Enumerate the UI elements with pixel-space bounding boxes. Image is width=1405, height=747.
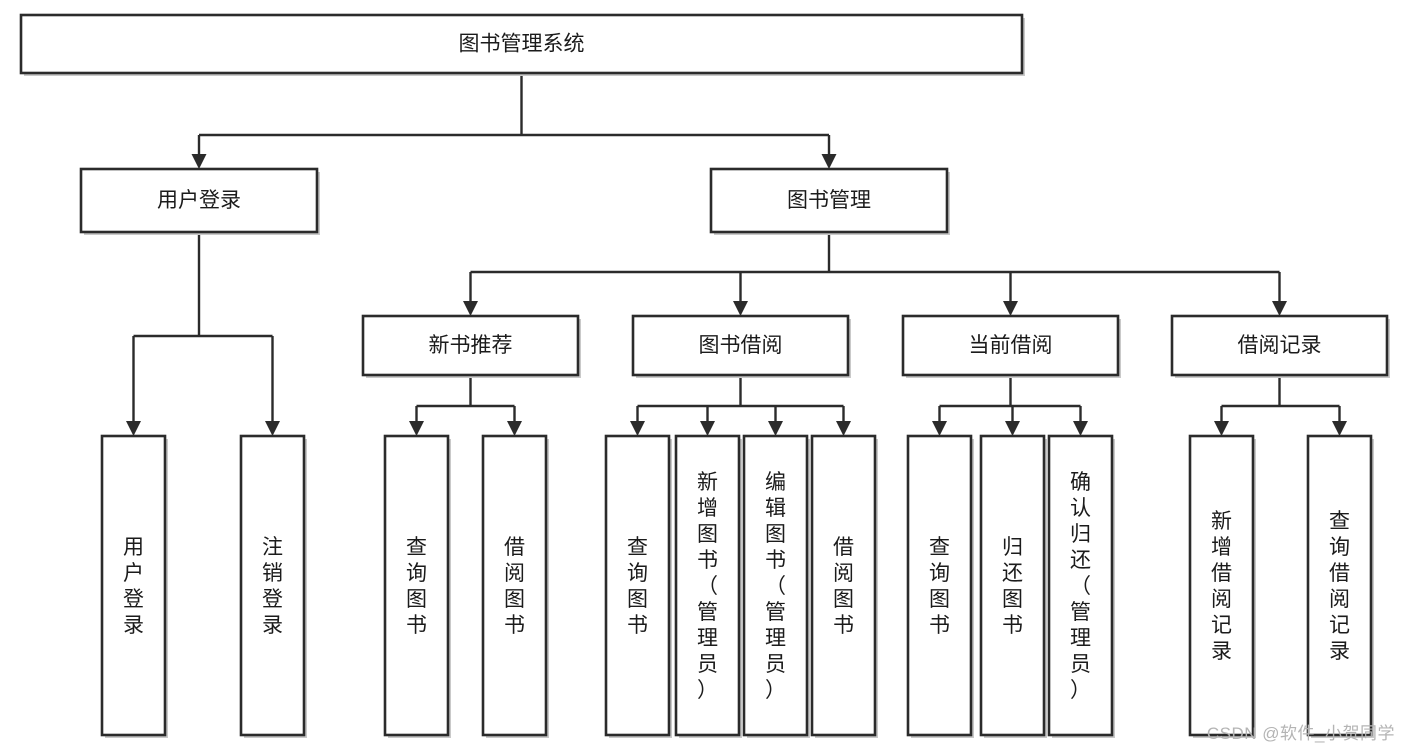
node-label: 用户登录 (157, 189, 241, 212)
node-leaf-query-book-1[interactable]: 查询图书 (383, 434, 451, 738)
arrow-head-icon (630, 421, 645, 436)
node-leaf-add-book[interactable]: 新增图书（管理员） (674, 434, 742, 738)
connector-group (630, 375, 851, 436)
node-label: 查询借阅记录 (1329, 510, 1350, 663)
arrow-head-icon (733, 301, 748, 316)
node-leaf-borrow-book-1[interactable]: 借阅图书 (481, 434, 549, 738)
arrow-head-icon (126, 421, 141, 436)
node-box[interactable] (709, 167, 949, 234)
arrow-head-icon (1005, 421, 1020, 436)
node-box[interactable] (361, 314, 580, 377)
node-leaf-query-book-2[interactable]: 查询图书 (604, 434, 672, 738)
connector-group (191, 73, 837, 169)
nodes-layer: 图书管理系统用户登录图书管理新书推荐图书借阅当前借阅借阅记录用户登录注销登录查询… (19, 13, 1390, 738)
connector-group (463, 232, 1287, 316)
connector-group (1214, 375, 1347, 436)
node-box[interactable] (631, 314, 850, 377)
node-label: 查询图书 (406, 536, 427, 637)
node-label: 归还图书 (1002, 536, 1023, 637)
node-label: 图书管理 (787, 189, 871, 212)
node-leaf-edit-book[interactable]: 编辑图书（管理员） (742, 434, 810, 738)
arrow-head-icon (1272, 301, 1287, 316)
node-box[interactable] (810, 434, 877, 737)
node-box[interactable] (979, 434, 1046, 737)
arrow-head-icon (836, 421, 851, 436)
arrow-head-icon (821, 154, 837, 169)
connector-group (126, 232, 280, 436)
arrow-head-icon (768, 421, 783, 436)
arrow-head-icon (1003, 301, 1018, 316)
node-leaf-confirm-return[interactable]: 确认归还（管理员） (1047, 434, 1115, 738)
node-box[interactable] (1188, 434, 1255, 737)
node-leaf-user-login[interactable]: 用户登录 (100, 434, 168, 738)
node-label: 图书管理系统 (459, 33, 585, 56)
connectors-layer (126, 73, 1347, 436)
arrow-head-icon (1214, 421, 1229, 436)
node-label: 图书借阅 (699, 334, 783, 357)
node-label: 用户登录 (123, 536, 144, 637)
connector-group (932, 375, 1088, 436)
node-new-book-rec[interactable]: 新书推荐 (361, 314, 581, 378)
node-label: 新增借阅记录 (1211, 510, 1232, 663)
node-user-login[interactable]: 用户登录 (79, 167, 320, 235)
node-box[interactable] (1170, 314, 1389, 377)
node-box[interactable] (19, 13, 1024, 75)
arrow-head-icon (265, 421, 280, 436)
node-book-borrow[interactable]: 图书借阅 (631, 314, 851, 378)
node-label: 注销登录 (262, 536, 283, 637)
node-book-manage[interactable]: 图书管理 (709, 167, 950, 235)
node-borrow-record[interactable]: 借阅记录 (1170, 314, 1390, 378)
arrow-head-icon (463, 301, 478, 316)
node-leaf-add-record[interactable]: 新增借阅记录 (1188, 434, 1256, 738)
node-leaf-query-book-3[interactable]: 查询图书 (906, 434, 974, 738)
node-box[interactable] (906, 434, 973, 737)
node-label: 新书推荐 (429, 334, 513, 357)
node-box[interactable] (1047, 434, 1114, 737)
node-box[interactable] (1306, 434, 1373, 737)
node-label: 查询图书 (929, 536, 950, 637)
node-label: 借阅图书 (504, 536, 525, 637)
node-box[interactable] (481, 434, 548, 737)
node-leaf-query-record[interactable]: 查询借阅记录 (1306, 434, 1374, 738)
node-box[interactable] (239, 434, 306, 737)
node-root[interactable]: 图书管理系统 (19, 13, 1025, 76)
node-label: 当前借阅 (969, 334, 1053, 357)
node-label: 确认归还（管理员） (1070, 471, 1091, 702)
node-box[interactable] (383, 434, 450, 737)
arrow-head-icon (932, 421, 947, 436)
node-box[interactable] (742, 434, 809, 737)
node-box[interactable] (79, 167, 319, 234)
arrow-head-icon (1332, 421, 1347, 436)
node-label: 新增图书（管理员） (697, 471, 718, 702)
connector-group (409, 375, 522, 436)
node-label: 借阅记录 (1238, 334, 1322, 357)
node-label: 编辑图书（管理员） (765, 471, 786, 702)
node-label: 借阅图书 (833, 536, 854, 637)
node-box[interactable] (100, 434, 167, 737)
node-leaf-user-logout[interactable]: 注销登录 (239, 434, 307, 738)
arrow-head-icon (700, 421, 715, 436)
arrow-head-icon (507, 421, 522, 436)
node-current-borrow[interactable]: 当前借阅 (901, 314, 1121, 378)
node-leaf-return-book[interactable]: 归还图书 (979, 434, 1047, 738)
arrow-head-icon (191, 154, 207, 169)
arrow-head-icon (409, 421, 424, 436)
arrow-head-icon (1073, 421, 1088, 436)
node-label: 查询图书 (627, 536, 648, 637)
node-box[interactable] (604, 434, 671, 737)
node-box[interactable] (674, 434, 741, 737)
node-leaf-borrow-book-2[interactable]: 借阅图书 (810, 434, 878, 738)
node-box[interactable] (901, 314, 1120, 377)
